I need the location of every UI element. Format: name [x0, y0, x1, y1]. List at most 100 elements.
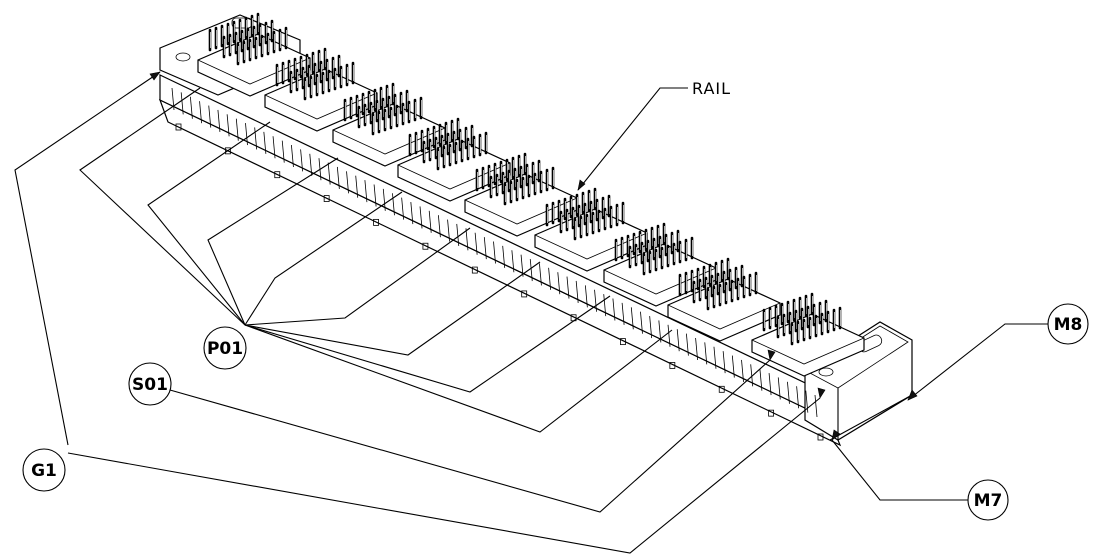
rib [686, 333, 689, 356]
rib [447, 219, 450, 242]
s01-leader [169, 359, 771, 513]
p01-leader-2 [147, 121, 271, 326]
module-edge [464, 197, 578, 225]
m7-leader [831, 439, 968, 501]
rib [300, 149, 303, 172]
notch [768, 409, 775, 417]
rib [529, 259, 533, 282]
rib [483, 237, 487, 260]
notch [274, 171, 281, 179]
notch [175, 123, 182, 131]
m8-bubble-circle [1047, 303, 1089, 345]
g1-leader-2 [67, 397, 821, 554]
p01-leader-3 [207, 157, 339, 326]
right-end-cap-bottom [829, 394, 913, 441]
rib [640, 311, 643, 334]
rib [309, 153, 313, 176]
rib [594, 289, 597, 312]
rib [263, 131, 267, 154]
rib [456, 223, 460, 246]
p01-leader-6 [244, 261, 541, 356]
connector-module [534, 187, 648, 272]
notch [323, 195, 330, 202]
notch [373, 218, 379, 226]
p01-leader-7 [244, 295, 611, 393]
p01-leader-1 [79, 87, 246, 326]
m8-arrowhead [907, 389, 918, 401]
rib [548, 267, 552, 290]
rib [382, 188, 386, 211]
rib [465, 228, 469, 251]
rib [787, 381, 790, 404]
g1-leader-1 [14, 71, 161, 446]
rail-label: RAIL [692, 79, 731, 98]
notch [224, 147, 231, 155]
rib [713, 346, 717, 369]
rib [741, 359, 744, 382]
p01-leader-5 [244, 227, 471, 326]
right-mount-hole [818, 367, 834, 377]
rib [539, 263, 542, 286]
notch [422, 242, 429, 250]
rib [428, 210, 432, 233]
rib [649, 316, 653, 339]
rib [336, 166, 340, 189]
leader-lines [14, 71, 1048, 554]
rib [759, 368, 763, 391]
rib [502, 245, 506, 268]
rib [410, 201, 414, 225]
rib [695, 337, 698, 361]
rib [272, 136, 276, 159]
rib [235, 118, 239, 141]
g1-bubble-circle [22, 448, 66, 492]
m7-bubble: M7 [967, 479, 1009, 521]
rib [226, 114, 230, 137]
rib [557, 272, 561, 295]
connector-module [667, 257, 781, 342]
rib [777, 377, 781, 400]
connector-module-group [197, 12, 865, 377]
g1-bubble-text: G1 [31, 461, 57, 481]
m7-bubble-text: M7 [974, 491, 1003, 511]
s01-bubble: S01 [128, 362, 172, 406]
module-edge [603, 267, 717, 295]
rib [722, 351, 726, 374]
rib [612, 298, 616, 321]
s01-arrowhead [767, 349, 776, 361]
rail-leader [577, 87, 688, 191]
rib [796, 386, 800, 409]
rib [493, 241, 496, 264]
rib [750, 364, 754, 387]
g1-bubble: G1 [22, 448, 66, 492]
left-mount-hole [175, 52, 191, 62]
g1-arrowhead [149, 71, 161, 81]
base-rail-top-face [159, 74, 832, 422]
p01-bubble-circle [203, 326, 247, 370]
rib [520, 254, 524, 277]
m8-bubble-text: M8 [1054, 315, 1083, 335]
rib [180, 92, 184, 115]
connector-module [332, 82, 446, 167]
rib [584, 285, 588, 308]
m8-leader [907, 323, 1048, 401]
notch [521, 290, 528, 298]
notch [718, 385, 725, 393]
rib [245, 123, 248, 146]
rib [603, 294, 607, 317]
rib [731, 355, 735, 378]
p01-leader-4 [244, 191, 403, 326]
rib [373, 184, 377, 207]
backplane-body [158, 12, 913, 447]
rib [630, 307, 634, 330]
rib [768, 373, 772, 396]
rib [704, 342, 708, 365]
rib [474, 232, 478, 255]
rib [327, 162, 331, 185]
rib [419, 206, 423, 229]
m7-arrowhead [831, 429, 841, 441]
rib [676, 329, 680, 352]
rib [189, 96, 193, 119]
rib [281, 140, 285, 163]
p01-leader-8 [244, 324, 673, 433]
